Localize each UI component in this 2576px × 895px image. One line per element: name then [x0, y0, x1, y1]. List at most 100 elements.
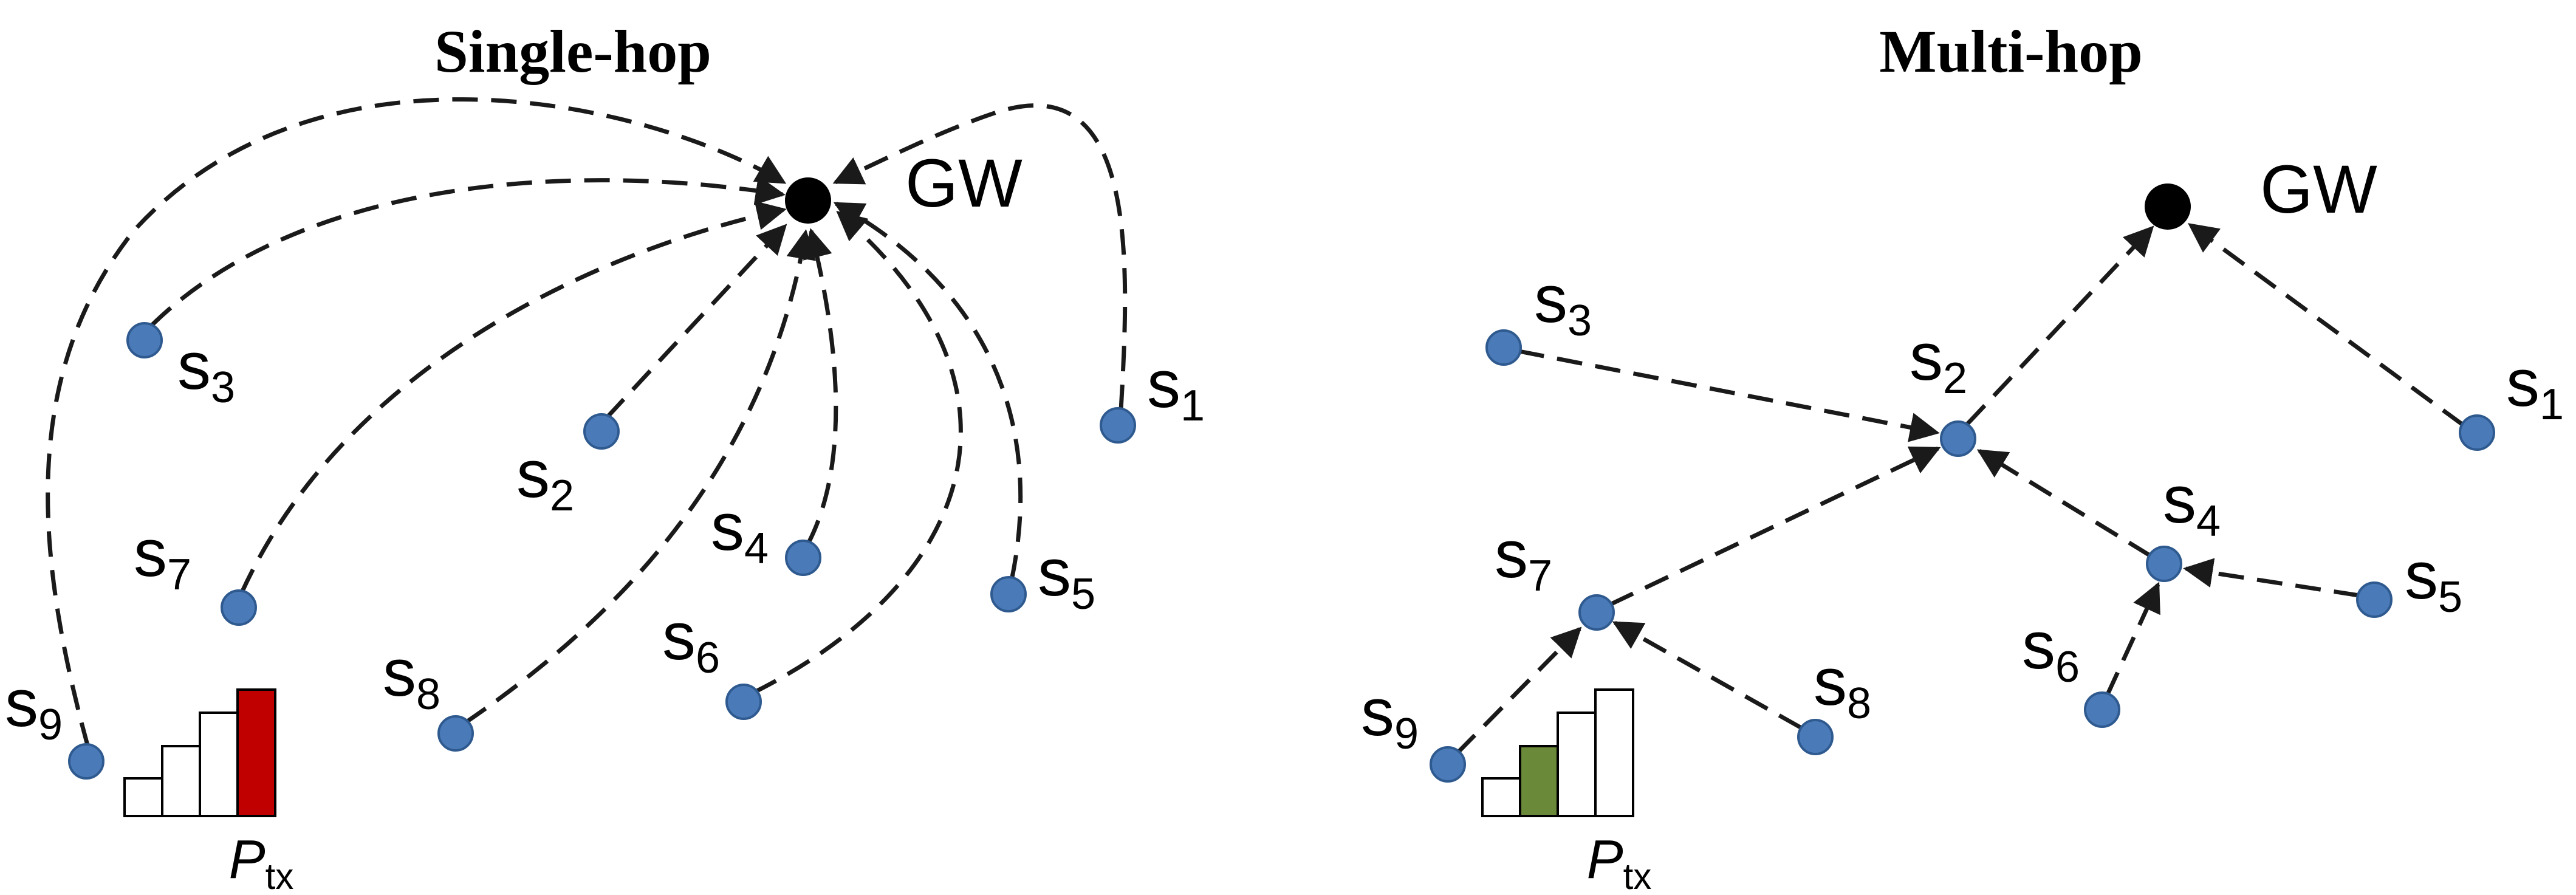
sensor-letter: s [2163, 462, 2196, 537]
sensor-letter: s [516, 437, 550, 512]
ptx-indicator: Ptx [123, 688, 294, 895]
sensor-node-s2 [1940, 420, 1976, 457]
sensor-label-s5: s5 [2405, 538, 2462, 622]
sensor-index: 6 [696, 634, 720, 682]
sensor-node-s3 [1485, 329, 1522, 366]
sensor-index: 5 [1071, 570, 1095, 619]
sensor-label-s7: s7 [1495, 517, 1552, 600]
sensor-label-s9: s9 [1361, 675, 1419, 758]
sensor-label-s3: s3 [1534, 262, 1592, 345]
sensor-label-s2: s2 [1910, 320, 1967, 403]
sensor-index: 3 [1567, 297, 1592, 345]
edge-s5-to-gw [833, 201, 1023, 581]
edge-s4-to-s2 [1976, 449, 2152, 558]
ptx-bar-1 [123, 777, 163, 817]
sensor-index: 7 [167, 550, 191, 599]
sensor-letter: s [1814, 645, 1847, 719]
sensor-node-s9 [1430, 746, 1466, 783]
sensor-letter: s [134, 516, 167, 591]
sensor-label-s4: s4 [2163, 462, 2221, 546]
sensor-letter: s [711, 490, 744, 564]
sensor-node-s4 [2146, 546, 2182, 582]
sensor-label-s7: s7 [134, 516, 191, 599]
ptx-bar-2-selected [1519, 745, 1559, 817]
sensor-index: 9 [38, 701, 63, 749]
sensor-index: 1 [2540, 380, 2564, 429]
ptx-indicator: Ptx [1481, 688, 1652, 895]
sensor-label-s8: s8 [383, 636, 440, 719]
ptx-bar-1 [1481, 777, 1521, 817]
sensor-letter: s [1038, 535, 1071, 610]
panel-title: Single-hop [434, 18, 711, 85]
ptx-bar-4-selected [236, 688, 276, 817]
sensor-label-s3: s3 [177, 329, 235, 412]
edge-s3-to-gw [150, 176, 786, 327]
sensor-label-s6: s6 [662, 599, 720, 682]
edge-s8-to-gw [464, 229, 816, 725]
edge-s4-to-gw [803, 228, 838, 545]
ptx-symbol: P [1587, 829, 1623, 890]
sensor-index: 6 [2055, 643, 2080, 691]
ptx-subscript: tx [265, 856, 294, 895]
sensor-letter: s [1534, 262, 1567, 337]
sensor-letter: s [383, 636, 416, 710]
ptx-bar-3 [199, 712, 239, 817]
sensor-letter: s [662, 599, 696, 674]
sensor-label-s1: s1 [2506, 346, 2564, 429]
sensor-letter: s [2022, 608, 2055, 683]
ptx-symbol: P [229, 829, 265, 890]
sensor-index: 8 [1847, 679, 1871, 728]
sensor-node-s6 [725, 684, 762, 720]
gateway-node [785, 177, 831, 224]
edge-s7-to-gw [239, 201, 787, 594]
sensor-node-s8 [437, 715, 474, 752]
ptx-label: Ptx [1587, 829, 1652, 895]
sensor-node-s5 [2356, 581, 2393, 618]
sensor-label-s4: s4 [711, 490, 769, 573]
sensor-node-s7 [221, 589, 257, 626]
sensor-letter: s [1495, 517, 1528, 592]
sensor-node-s8 [1797, 719, 1834, 755]
sensor-node-s6 [2084, 691, 2120, 728]
sensor-index: 1 [1180, 382, 1205, 430]
sensor-label-s9: s9 [5, 666, 63, 749]
edge-s8-to-s7 [1612, 620, 1803, 730]
sensor-node-s4 [785, 540, 821, 576]
sensor-node-s2 [583, 413, 620, 450]
edge-s2-to-gw [1965, 225, 2154, 426]
sensor-node-s3 [126, 322, 163, 358]
sensor-node-s1 [2459, 414, 2495, 451]
sensor-label-s6: s6 [2022, 608, 2080, 691]
sensor-index: 8 [416, 670, 440, 719]
sensor-node-s9 [68, 743, 104, 780]
sensor-letter: s [2506, 346, 2540, 420]
sensor-letter: s [177, 329, 211, 403]
sensor-letter: s [1910, 320, 1943, 394]
edge-s2-to-gw [605, 224, 787, 420]
gateway-node [2145, 183, 2191, 230]
sensor-letter: s [5, 666, 38, 741]
sensor-label-s2: s2 [516, 437, 574, 520]
sensor-node-s7 [1578, 594, 1615, 631]
sensor-index: 9 [1394, 710, 1419, 758]
edge-s9-to-gw [46, 97, 787, 748]
edge-s1-to-gw [2188, 223, 2465, 427]
edge-group [1455, 223, 2465, 755]
gateway-label: GW [2260, 151, 2377, 227]
edge-s6-to-s4 [2105, 581, 2160, 697]
edge-group [46, 97, 1128, 748]
sensor-index: 7 [1528, 552, 1552, 600]
sensor-index: 4 [2196, 497, 2221, 546]
sensor-node-s5 [990, 576, 1027, 612]
panel-title: Multi-hop [1879, 18, 2142, 85]
ptx-bar-4 [1594, 688, 1634, 817]
sensor-index: 2 [550, 472, 574, 520]
edge-s9-to-s7 [1455, 626, 1582, 755]
ptx-bar-3 [1557, 712, 1597, 817]
